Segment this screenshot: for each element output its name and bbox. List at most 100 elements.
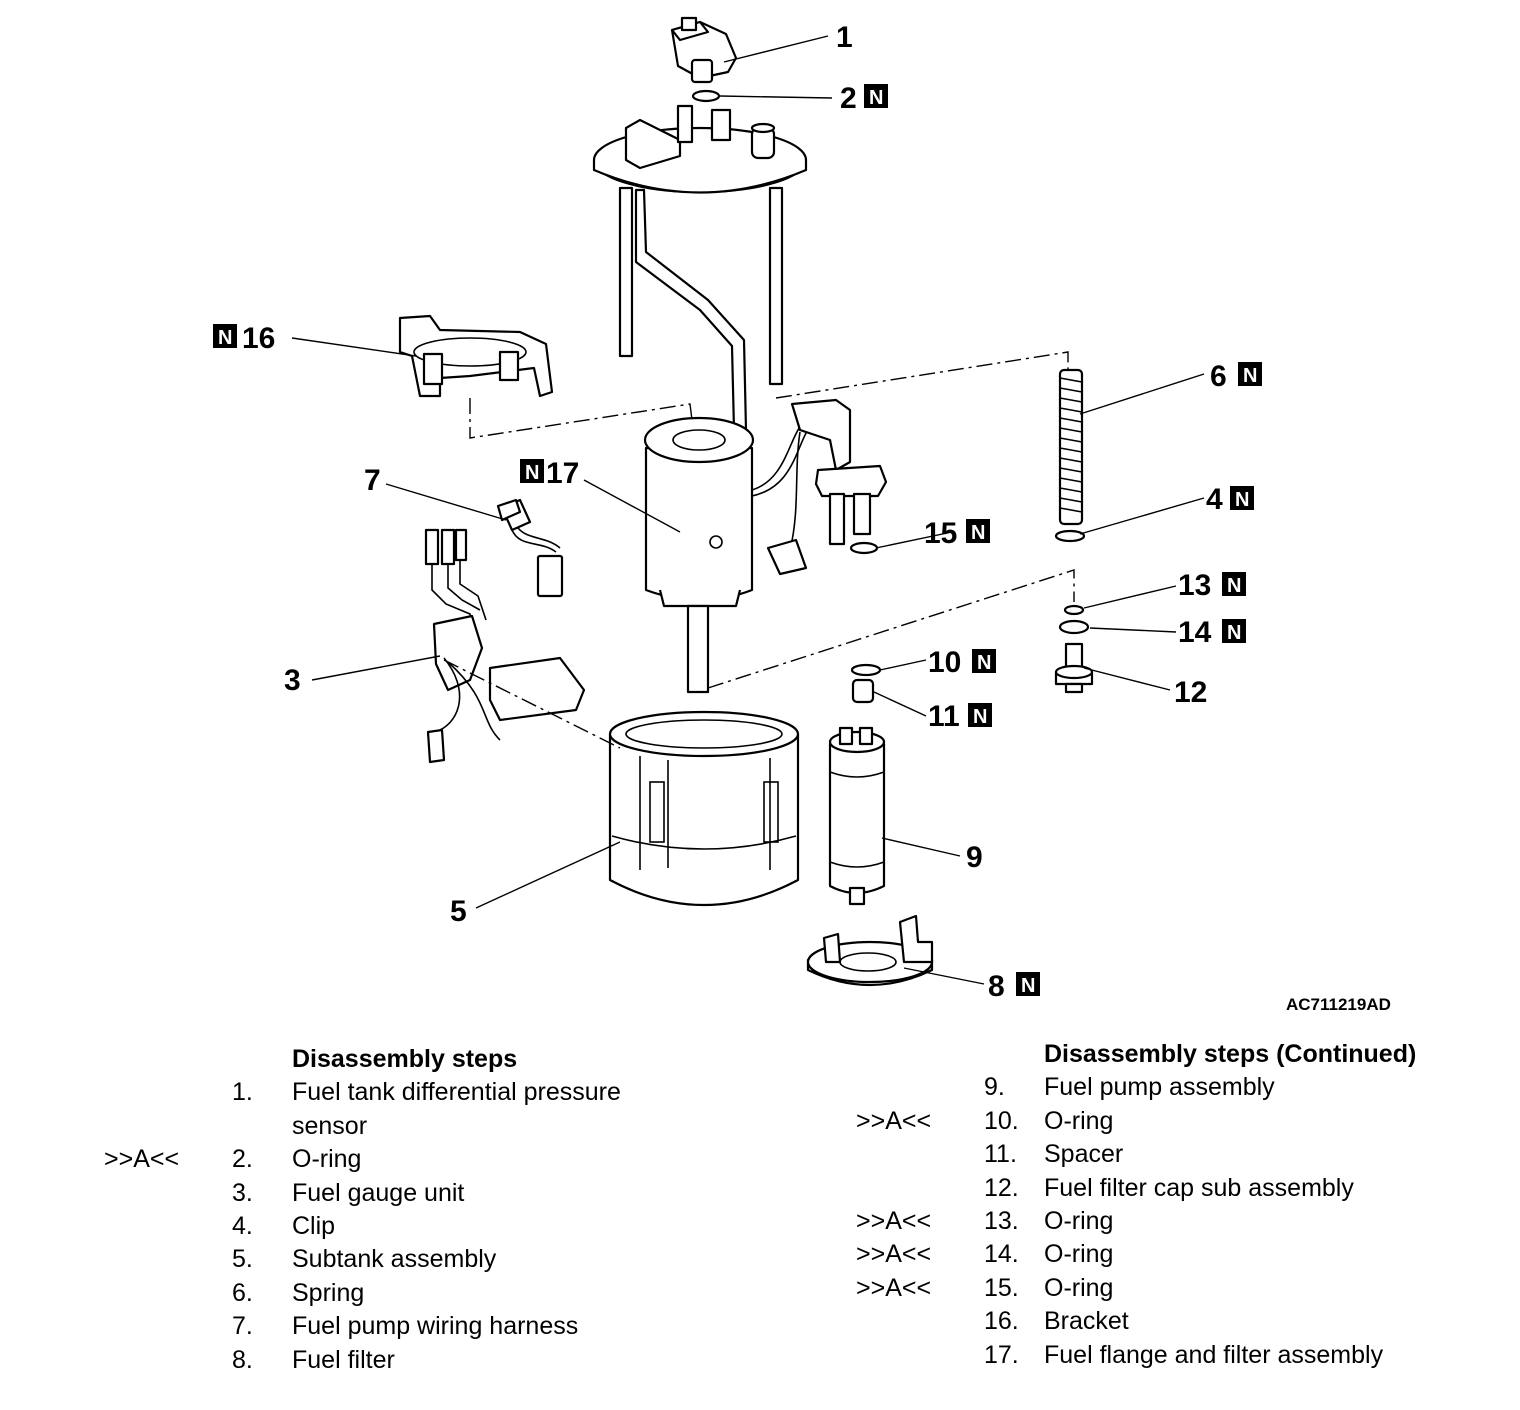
leader-lines (291, 35, 1205, 985)
new-part-mark (968, 703, 992, 727)
step-row: 6. Spring (0, 1277, 760, 1310)
step-row: >>A<< 13. O-ring (0, 1205, 1520, 1238)
step-row: 8. Fuel filter (0, 1344, 760, 1377)
step-number: 7. (232, 1312, 253, 1341)
step-number: 17. (984, 1340, 1019, 1369)
callout-8: 8 (988, 970, 1005, 1003)
step-mark: >>A<< (856, 1106, 932, 1135)
o-ring-13-drawing (1063, 604, 1085, 616)
step-row: 17. Fuel flange and filter assembly (0, 1339, 1520, 1372)
callout-9: 9 (966, 841, 983, 874)
step-row: 9. Fuel pump assembly (0, 1071, 1520, 1104)
step-row: 1. Fuel tank differential pressure (0, 1076, 760, 1109)
step-mark: >>A<< (856, 1240, 932, 1269)
new-part-mark-text: N (977, 652, 991, 674)
step-text: Fuel filter (292, 1345, 395, 1374)
new-part-mark (1238, 362, 1262, 386)
step-row: 11. Spacer (0, 1138, 1520, 1171)
step-row: >>A<< 10. O-ring (0, 1105, 1520, 1138)
step-number: 9. (984, 1073, 1005, 1102)
step-mark: >>A<< (856, 1206, 932, 1235)
callout-12: 12 (1174, 676, 1207, 709)
step-row: 7. Fuel pump wiring harness (0, 1310, 760, 1343)
new-part-mark (972, 649, 996, 673)
filter-canister-drawing (643, 416, 755, 694)
callout-4: 4 (1206, 483, 1223, 516)
step-text: Fuel pump wiring harness (292, 1312, 579, 1341)
harness-connector-drawing (751, 398, 888, 576)
steps-heading: Disassembly steps (0, 1043, 760, 1076)
fuel-gauge-unit-drawing (424, 528, 586, 764)
callout-7: 7 (364, 464, 381, 497)
step-text: Fuel flange and filter assembly (1044, 1340, 1384, 1369)
step-number: 5. (232, 1245, 253, 1274)
bracket-drawing (398, 314, 554, 398)
steps-heading-text: Disassembly steps (Continued) (1044, 1040, 1417, 1068)
new-part-mark-text: N (525, 462, 539, 484)
step-text: Fuel filter cap sub assembly (1044, 1173, 1354, 1202)
callout-3: 3 (284, 664, 301, 697)
new-part-mark-text: N (869, 87, 883, 109)
new-part-mark (1222, 572, 1246, 596)
filter-cap-drawing (1054, 642, 1094, 694)
disassembly-steps-left: Disassembly steps 1. Fuel tank different… (0, 1043, 760, 1377)
step-text: O-ring (1044, 1273, 1114, 1302)
step-text: Fuel gauge unit (292, 1178, 465, 1207)
alignment-line-cap (707, 569, 1075, 689)
callout-15: 15 (924, 517, 957, 550)
alignment-line-gauge (443, 659, 621, 749)
step-text: O-ring (1044, 1106, 1114, 1135)
step-row: 3. Fuel gauge unit (0, 1177, 760, 1210)
step-row: sensor (0, 1110, 760, 1143)
step-text: Spring (292, 1278, 365, 1307)
step-number: 14. (984, 1240, 1019, 1269)
step-number: 16. (984, 1307, 1019, 1336)
step-row: >>A<< 2. O-ring (0, 1143, 760, 1176)
disassembly-steps-right: Disassembly steps (Continued) 9. Fuel pu… (0, 1038, 1520, 1372)
steps-heading: Disassembly steps (Continued) (0, 1038, 1520, 1071)
callout-13: 13 (1178, 569, 1211, 602)
o-ring-15-drawing (849, 541, 879, 555)
step-text: O-ring (1044, 1206, 1114, 1235)
subtank-drawing (608, 710, 800, 906)
callout-10: 10 (928, 646, 961, 679)
step-row: 5. Subtank assembly (0, 1243, 760, 1276)
new-part-mark-text: N (971, 522, 985, 544)
step-number: 13. (984, 1206, 1019, 1235)
step-row: 12. Fuel filter cap sub assembly (0, 1172, 1520, 1205)
alignment-line-bracket (469, 398, 693, 439)
clip-drawing (1054, 529, 1086, 543)
wiring-harness-drawing (496, 498, 564, 598)
step-number: 11. (984, 1140, 1017, 1169)
step-row: 4. Clip (0, 1210, 760, 1243)
step-mark: >>A<< (104, 1145, 180, 1174)
step-text: O-ring (292, 1145, 362, 1174)
new-part-mark (520, 459, 544, 483)
callout-17: 17 (546, 457, 579, 490)
new-part-mark (213, 324, 237, 348)
new-part-mark (1230, 486, 1254, 510)
callout-5: 5 (450, 895, 467, 928)
callout-14: 14 (1178, 616, 1212, 649)
fuel-flange-drawing (592, 104, 808, 432)
step-text: Clip (292, 1211, 336, 1240)
step-text: Bracket (1044, 1307, 1129, 1336)
new-part-mark (864, 84, 888, 108)
spring-drawing (1058, 368, 1084, 526)
callout-labels: 1 2 N N 16 6 N 7 N 17 4 N 15 N 13 N 14 N… (213, 21, 1391, 1014)
spacer-drawing (851, 678, 875, 704)
pressure-sensor-drawing (670, 16, 738, 84)
callout-2: 2 (840, 82, 857, 115)
new-part-mark-text: N (973, 706, 987, 728)
new-part-mark-text: N (1227, 575, 1241, 597)
callout-6: 6 (1210, 360, 1227, 393)
step-row: >>A<< 15. O-ring (0, 1272, 1520, 1305)
o-ring-10-drawing (850, 663, 882, 677)
new-part-mark (1222, 619, 1246, 643)
step-number: 3. (232, 1178, 253, 1207)
new-part-mark-text: N (218, 327, 232, 349)
step-row: >>A<< 14. O-ring (0, 1238, 1520, 1271)
step-mark: >>A<< (856, 1273, 932, 1302)
step-number: 1. (232, 1078, 253, 1107)
new-part-mark-text: N (1021, 975, 1035, 997)
